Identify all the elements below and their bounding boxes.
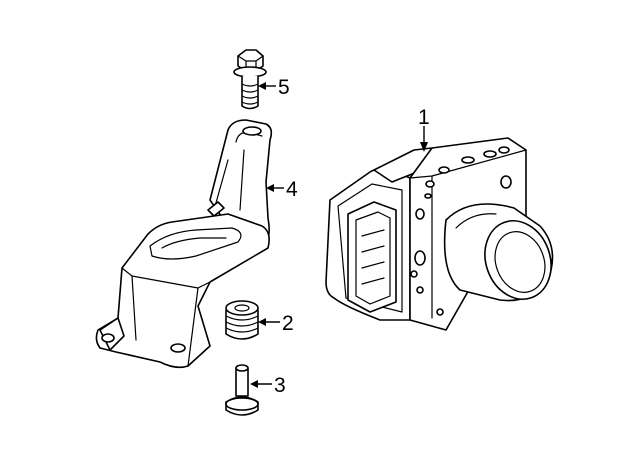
callout-4: 4 [286,178,298,201]
part-2-grommet [225,300,259,340]
callout-1: 1 [418,106,430,129]
callout-2: 2 [282,312,294,335]
leader-5 [258,82,276,90]
leader-4 [266,184,284,192]
part-4-bracket [95,119,273,369]
part-5-bolt [233,49,267,110]
callout-3: 3 [274,374,286,397]
part-1-abs-modulator [325,137,554,331]
callout-5: 5 [278,76,290,99]
leader-1 [420,126,428,152]
leader-3 [250,380,272,388]
leader-2 [258,318,280,326]
part-3-collar [225,364,259,416]
